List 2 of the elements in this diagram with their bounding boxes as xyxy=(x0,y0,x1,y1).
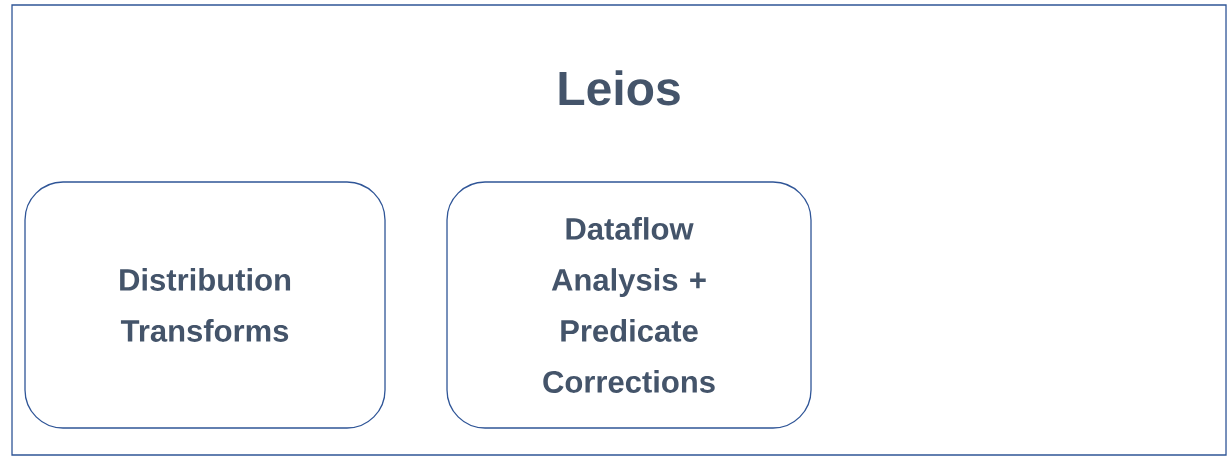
rounded-box: Dataflow Analysis + Predicate Corrections xyxy=(446,181,812,429)
rounded-box: Distribution Transforms xyxy=(24,181,386,429)
